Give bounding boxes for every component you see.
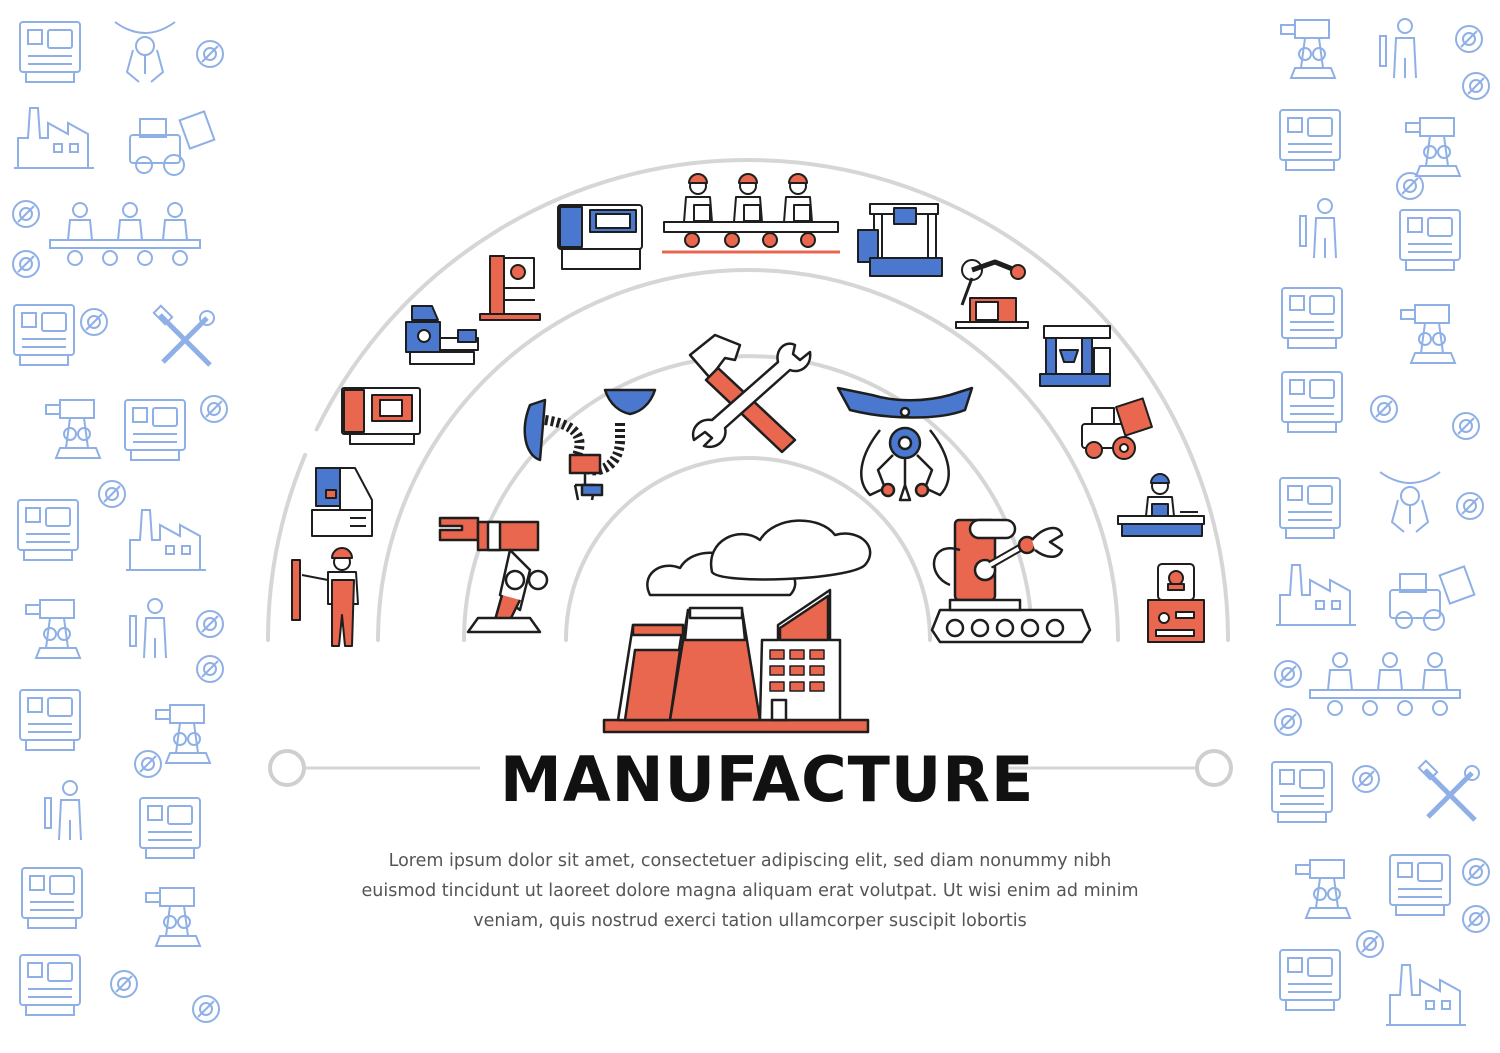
side-gear-icon (12, 250, 40, 278)
side-gear-icon (110, 970, 138, 998)
printer-3d-icon (857, 203, 943, 277)
worker-desk-icon (1117, 473, 1205, 537)
side-gear-icon (80, 308, 108, 336)
side-gear-icon (1456, 492, 1484, 520)
side-factory-icon (1385, 964, 1467, 1026)
robotic-claw-icon (836, 386, 974, 502)
hammer-wrench-icon (688, 333, 812, 454)
side-gear-icon (196, 40, 224, 68)
side-factory-icon (125, 509, 207, 571)
divider-line (268, 749, 1233, 787)
side-cnc-icon (19, 689, 81, 751)
left-icon-column (12, 21, 228, 1023)
side-control-icon (1399, 209, 1461, 271)
side-tools-icon (1419, 761, 1479, 820)
side-robot-arm-icon (1405, 117, 1461, 177)
side-lathe-icon (1279, 949, 1341, 1011)
side-gear-icon (1356, 930, 1384, 958)
side-welding-arm-icon (1280, 19, 1336, 79)
press-machine-icon (311, 467, 373, 537)
side-truck-icon (1389, 565, 1476, 631)
side-drill-icon (124, 399, 186, 461)
side-gear-icon (1370, 395, 1398, 423)
crawler-robot-icon (930, 518, 1092, 644)
lathe-icon (405, 305, 479, 365)
side-vacuum-arm-icon (1295, 859, 1351, 919)
side-gear-icon (98, 480, 126, 508)
side-truck-icon (129, 110, 216, 176)
side-gear-icon (1462, 905, 1490, 933)
side-conveyor-icon (1309, 652, 1461, 716)
side-claw-icon (114, 21, 176, 83)
robot-arm-icon (438, 516, 549, 634)
side-cnc-icon (1279, 109, 1341, 171)
side-gear-icon (1274, 708, 1302, 736)
side-conveyor-icon (49, 202, 201, 266)
control-cabinet-icon (1147, 563, 1205, 643)
side-tools-icon (154, 306, 214, 365)
side-gear-icon (1452, 412, 1480, 440)
semicircle-arcs (266, 158, 1230, 642)
side-gear-icon (192, 995, 220, 1023)
side-gear-icon (134, 750, 162, 778)
side-worker-desk-icon (1299, 198, 1337, 259)
side-factory-icon (1275, 564, 1357, 626)
side-panel-icon (1271, 761, 1333, 823)
left-end-circle-icon (268, 749, 306, 787)
worker-panel-icon (291, 547, 359, 647)
side-gear-icon (200, 395, 228, 423)
side-panel-icon (13, 304, 75, 366)
side-drill-icon (1389, 854, 1451, 916)
side-press-icon (21, 867, 83, 929)
side-control-icon (139, 797, 201, 859)
side-claw-icon (1379, 471, 1441, 533)
right-end-circle-icon (1195, 749, 1233, 787)
factory-icon (602, 519, 872, 734)
side-worker-icon (129, 598, 167, 659)
side-crawler-icon (145, 887, 201, 947)
side-gear-icon (196, 610, 224, 638)
side-machine-icon (19, 21, 81, 83)
side-factory-icon (13, 107, 95, 169)
welding-arm-icon (955, 259, 1029, 329)
right-icon-column (1271, 18, 1490, 1026)
side-gear-icon (1462, 72, 1490, 100)
side-drill-icon (1281, 371, 1343, 433)
side-machine-icon (1279, 477, 1341, 539)
drill-press-icon (479, 255, 541, 321)
side-gear-icon (196, 655, 224, 683)
side-robot-arm-icon (155, 704, 211, 764)
side-gear-icon (1274, 660, 1302, 688)
page-title: MANUFACTURE (500, 743, 1035, 816)
side-gear-icon (1396, 172, 1424, 200)
control-machine-icon (341, 387, 421, 445)
side-vacuum-arm-icon (45, 399, 101, 459)
side-worker-icon (1379, 18, 1417, 79)
side-gear-icon (1352, 765, 1380, 793)
side-worker-desk-icon (44, 780, 82, 841)
side-welding-arm-icon (25, 599, 81, 659)
vacuum-arm-icon (523, 388, 657, 501)
conveyor-workers-icon (662, 173, 840, 254)
side-press-icon (1281, 287, 1343, 349)
side-drill-icon (19, 954, 81, 1016)
side-crawler-icon (1400, 304, 1456, 364)
side-gear-icon (1462, 858, 1490, 886)
side-gear-icon (1455, 25, 1483, 53)
description-text: Lorem ipsum dolor sit amet, consectetuer… (361, 851, 1139, 931)
side-lathe-icon (17, 499, 79, 561)
cnc-machine-icon (557, 204, 643, 270)
press-3d-icon (1039, 325, 1111, 387)
side-gear-icon (12, 200, 40, 228)
forklift-icon (1081, 397, 1153, 460)
